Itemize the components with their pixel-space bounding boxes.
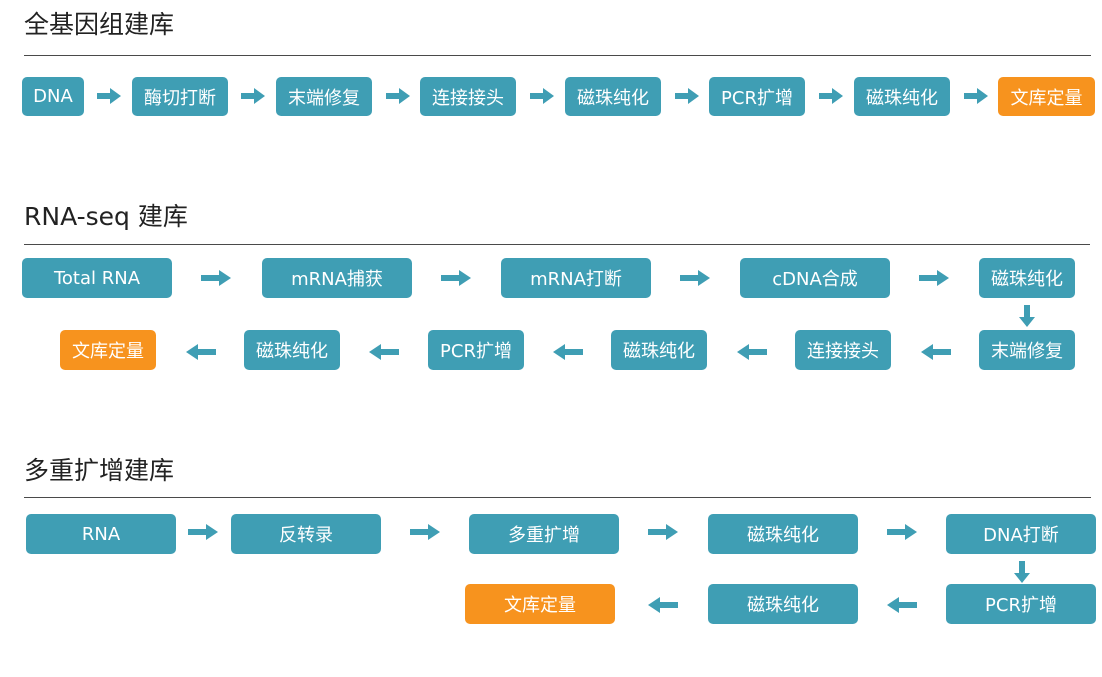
arrow-right-icon [530, 88, 554, 104]
step-node-final: 文库定量 [60, 330, 156, 370]
step-node: 磁珠纯化 [708, 584, 858, 624]
step-node: 磁珠纯化 [854, 77, 950, 116]
step-node: 磁珠纯化 [979, 258, 1075, 298]
arrow-right-icon [410, 524, 440, 540]
arrow-right-icon [241, 88, 265, 104]
step-node: 末端修复 [276, 77, 372, 116]
step-node: DNA [22, 77, 84, 116]
arrow-right-icon [386, 88, 410, 104]
arrow-left-icon [369, 344, 399, 360]
section-title-wgs: 全基因组建库 [24, 10, 175, 39]
arrow-right-icon [919, 270, 949, 286]
step-node: PCR扩增 [709, 77, 805, 116]
arrow-left-icon [648, 597, 678, 613]
arrow-right-icon [819, 88, 843, 104]
arrow-right-icon [188, 524, 218, 540]
step-node: 磁珠纯化 [244, 330, 340, 370]
step-node: 磁珠纯化 [611, 330, 707, 370]
step-node: mRNA打断 [501, 258, 651, 298]
arrow-left-icon [186, 344, 216, 360]
arrow-right-icon [648, 524, 678, 540]
step-node-final: 文库定量 [998, 77, 1095, 116]
section-divider [24, 244, 1090, 245]
step-node: 磁珠纯化 [708, 514, 858, 554]
arrow-left-icon [553, 344, 583, 360]
step-node: 连接接头 [420, 77, 516, 116]
arrow-right-icon [201, 270, 231, 286]
step-node: 反转录 [231, 514, 381, 554]
step-node: 末端修复 [979, 330, 1075, 370]
section-title-multiplex: 多重扩增建库 [24, 456, 175, 485]
arrow-right-icon [964, 88, 988, 104]
step-node: mRNA捕获 [262, 258, 412, 298]
step-node: 磁珠纯化 [565, 77, 661, 116]
section-title-rnaseq: RNA-seq 建库 [24, 202, 188, 231]
arrow-right-icon [97, 88, 121, 104]
section-divider [24, 497, 1091, 498]
arrow-left-icon [921, 344, 951, 360]
step-node: PCR扩增 [946, 584, 1096, 624]
step-node: cDNA合成 [740, 258, 890, 298]
arrow-right-icon [675, 88, 699, 104]
arrow-down-icon [1014, 561, 1030, 583]
step-node: DNA打断 [946, 514, 1096, 554]
step-node: PCR扩增 [428, 330, 524, 370]
step-node: 多重扩增 [469, 514, 619, 554]
section-divider [24, 55, 1091, 56]
step-node: Total RNA [22, 258, 172, 298]
arrow-right-icon [441, 270, 471, 286]
step-node: 连接接头 [795, 330, 891, 370]
step-node: 酶切打断 [132, 77, 228, 116]
arrow-right-icon [680, 270, 710, 286]
arrow-left-icon [887, 597, 917, 613]
arrow-right-icon [887, 524, 917, 540]
arrow-left-icon [737, 344, 767, 360]
step-node: RNA [26, 514, 176, 554]
arrow-down-icon [1019, 305, 1035, 327]
step-node-final: 文库定量 [465, 584, 615, 624]
